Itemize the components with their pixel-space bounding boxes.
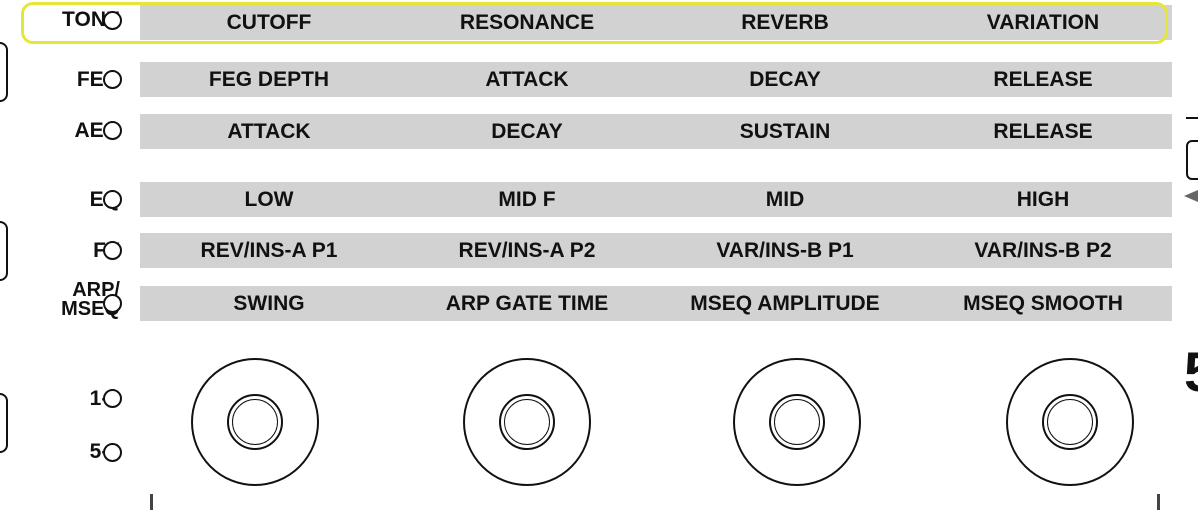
param-arp-gate-time: ARP GATE TIME: [445, 292, 609, 315]
led-bank-5-8[interactable]: [103, 443, 122, 462]
knob-cap: [227, 394, 283, 450]
knob-cap: [769, 394, 825, 450]
side-button-fragment: [1186, 140, 1198, 180]
param-decay: DECAY: [749, 68, 821, 91]
param-release: RELEASE: [993, 68, 1093, 91]
knob-1[interactable]: [191, 358, 319, 486]
param-row-eq: LOW MID F MID HIGH: [140, 182, 1172, 217]
knob-3[interactable]: [733, 358, 861, 486]
param-row-tone: CUTOFF RESONANCE REVERB VARIATION: [140, 5, 1172, 40]
led-aeg[interactable]: [103, 121, 122, 140]
param-feg-depth: FEG DEPTH: [208, 68, 330, 91]
param-mid: MID: [765, 188, 805, 211]
knob-cap: [499, 394, 555, 450]
param-sustain: SUSTAIN: [739, 120, 831, 143]
param-row-feg: FEG DEPTH ATTACK DECAY RELEASE: [140, 62, 1172, 97]
led-fx[interactable]: [103, 241, 122, 260]
param-attack: ATTACK: [485, 68, 569, 91]
param-mseq-smooth: MSEQ SMOOTH: [963, 292, 1123, 315]
led-feg[interactable]: [103, 70, 122, 89]
side-button-fragment: [0, 221, 8, 281]
led-tone[interactable]: [103, 11, 122, 30]
param-swing: SWING: [233, 292, 305, 315]
panel-tick: [1157, 494, 1160, 510]
param-var-ins-b-p1: VAR/INS-B P1: [716, 239, 854, 262]
right-edge-mark: [1186, 117, 1198, 119]
param-attack: ATTACK: [227, 120, 311, 143]
side-button-fragment: [0, 42, 8, 102]
knob-2[interactable]: [463, 358, 591, 486]
led-arp-mseq[interactable]: [103, 294, 122, 313]
param-row-fx: REV/INS-A P1 REV/INS-A P2 VAR/INS-B P1 V…: [140, 233, 1172, 268]
param-cutoff: CUTOFF: [226, 11, 312, 34]
param-reverb: REVERB: [741, 11, 829, 34]
param-release: RELEASE: [993, 120, 1093, 143]
arrow-icon: [1184, 190, 1198, 202]
param-row-aeg: ATTACK DECAY SUSTAIN RELEASE: [140, 114, 1172, 149]
param-low: LOW: [244, 188, 294, 211]
side-button-fragment: [0, 393, 8, 453]
param-row-arp-mseq: SWING ARP GATE TIME MSEQ AMPLITUDE MSEQ …: [140, 286, 1172, 321]
knob-4[interactable]: [1006, 358, 1134, 486]
led-bank-1-4[interactable]: [103, 389, 122, 408]
param-decay: DECAY: [491, 120, 563, 143]
param-mid-f: MID F: [498, 188, 556, 211]
param-var-ins-b-p2: VAR/INS-B P2: [974, 239, 1112, 262]
param-variation: VARIATION: [986, 11, 1100, 34]
knob-cap: [1042, 394, 1098, 450]
param-rev-ins-a-p2: REV/INS-A P2: [458, 239, 596, 262]
param-mseq-amplitude: MSEQ AMPLITUDE: [690, 292, 880, 315]
param-rev-ins-a-p1: REV/INS-A P1: [200, 239, 338, 262]
led-eq[interactable]: [103, 190, 122, 209]
param-high: HIGH: [1016, 188, 1070, 211]
panel-tick: [150, 494, 153, 510]
param-resonance: RESONANCE: [459, 11, 595, 34]
side-number: 5: [1184, 344, 1198, 400]
